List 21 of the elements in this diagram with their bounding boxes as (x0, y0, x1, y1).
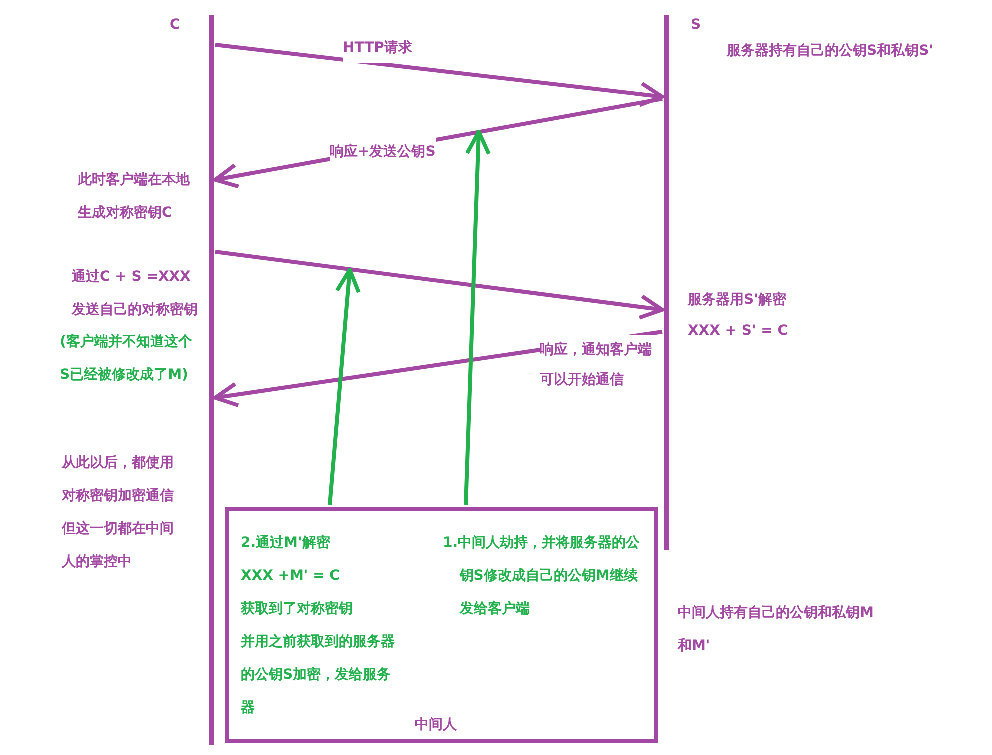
step-note: 1.中间人劫持，并将服务器的公钥S修改成自己的公钥M继续发给客户端 (443, 534, 642, 619)
pointer-arrow (464, 130, 492, 506)
step-note: XXX +M' = C (241, 567, 341, 586)
note: 服务器用S'解密 (688, 290, 788, 310)
pointer-arrow (328, 268, 361, 506)
formula: XXX + S' = C (688, 322, 789, 341)
message-arrow (215, 43, 664, 108)
client-label: C (170, 16, 180, 35)
message-arrow (215, 250, 664, 320)
step-note: 并用之前获取到的服务器的公钥S加密，发给服务器 (241, 633, 396, 718)
note: 服务器持有自己的公钥S和私钥S' (727, 42, 934, 61)
box-title: 中间人 (415, 716, 458, 735)
attacker-box (225, 507, 658, 743)
step-note: 获取到了对称密钥 (241, 600, 354, 619)
step-note: 2.通过M'解密 (241, 534, 332, 553)
note: 通过C + S =XXX发送自己的对称密钥 (72, 268, 199, 320)
note: (客户端并不知道这个S已经被修改成了M) (60, 332, 194, 385)
note: 从此以后，都使用对称密钥加密通信但这一切都在中间人的掌控中 (62, 454, 175, 572)
server-label: S (691, 16, 702, 35)
note: 此时客户端在本地生成对称密钥C (78, 170, 191, 223)
note: 中间人持有自己的公钥和私钥M和M' (678, 604, 875, 656)
